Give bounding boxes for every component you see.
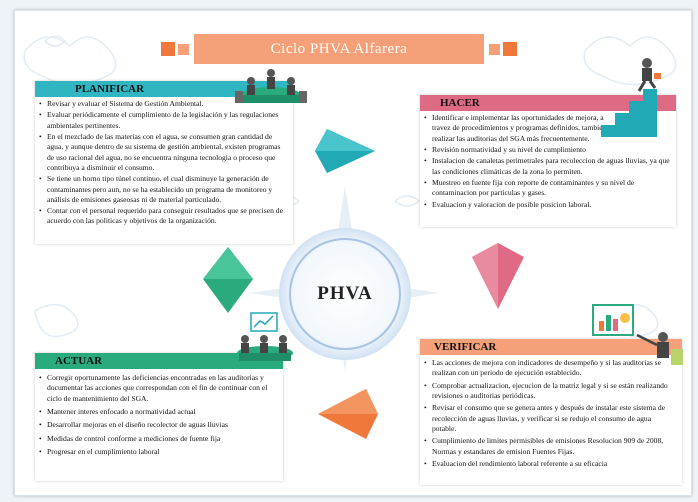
verificar-heading: VERIFICAR	[434, 340, 497, 353]
hacer-list: Identificar e implementar las oportunida…	[424, 113, 672, 211]
title-bar: Ciclo PHVA Alfarera	[161, 34, 517, 64]
verificar-panel: VERIFICAR Las acciones de mejora con ind…	[420, 339, 682, 485]
hacer-panel: HACER Identificar e implementar las opor…	[420, 95, 676, 227]
hacer-heading: HACER	[440, 96, 480, 109]
green-up-arrow-icon	[203, 247, 253, 313]
stairs-climber-icon	[601, 58, 661, 137]
title-square-1	[161, 42, 175, 56]
list-item: Revisar y evaluar el Sistema de Gestión …	[39, 99, 289, 110]
title-square-2	[178, 43, 189, 55]
list-item: Progresar en el cumplimiento laboral	[39, 447, 277, 458]
list-item: Identificar e implementar las oportunida…	[424, 113, 610, 144]
list-item: Mantener interes enfocado a normatividad…	[39, 407, 277, 418]
presenter-chart-icon	[592, 304, 683, 365]
center-label: PHVA	[317, 283, 373, 304]
phva-center-circle: PHVA	[279, 228, 411, 360]
planificar-heading: PLANIFICAR	[75, 82, 145, 95]
diagram-frame: Ciclo PHVA Alfarera PLANIFICAR Revisar y…	[14, 10, 692, 496]
team-presentation-icon	[237, 312, 293, 361]
list-item: Instalacion de canaletas perimetrales pa…	[424, 156, 672, 177]
meeting-illustration-icon	[235, 69, 307, 103]
list-item: Contar con el personal requerido para co…	[39, 206, 289, 227]
title-square-4	[503, 42, 517, 56]
actuar-panel: ACTUAR Corregir oportunamente las defici…	[35, 353, 283, 481]
list-item: Evaluacion del rendimiento laboral refer…	[424, 459, 668, 470]
diagram-title: Ciclo PHVA Alfarera	[194, 34, 484, 64]
planificar-heading-bar: PLANIFICAR	[35, 81, 293, 97]
list-item: Cumplimiento de limites permisibles de e…	[424, 436, 668, 457]
teal-right-arrow-icon	[315, 129, 375, 173]
list-item: Revisión normatividad y su nivel de cump…	[424, 145, 672, 156]
actuar-heading: ACTUAR	[55, 354, 103, 367]
list-item: Comprobar actualizacion, ejecucion de la…	[424, 381, 668, 402]
planificar-panel: PLANIFICAR Revisar y evaluar el Sistema …	[35, 81, 293, 244]
list-item: Evaluacion y valoracion de posible posic…	[424, 200, 672, 211]
list-item: Desarrollar mejoras en el diseño recolec…	[39, 420, 277, 431]
list-item: Muestreo en fuente fija con reporte de c…	[424, 178, 672, 199]
pink-down-arrow-icon	[472, 243, 524, 309]
verificar-list: Las acciones de mejora con indicadores d…	[424, 358, 668, 470]
title-square-3	[489, 43, 500, 55]
list-item: Medidas de control conforme a mediciones…	[39, 434, 277, 445]
orange-left-arrow-icon	[318, 389, 378, 439]
hacer-heading-bar: HACER	[420, 95, 676, 111]
list-item: Evaluar periódicamente el cumplimiento d…	[39, 110, 289, 131]
actuar-heading-bar: ACTUAR	[35, 353, 283, 369]
actuar-list: Corregir oportunamente las deficiencias …	[39, 373, 277, 458]
list-item: Se tiene un horno tipo túnel continuo, e…	[39, 174, 289, 205]
verificar-heading-bar: VERIFICAR	[420, 339, 682, 355]
list-item: En el mezclado de las materias con el ag…	[39, 132, 289, 173]
planificar-list: Revisar y evaluar el Sistema de Gestión …	[39, 99, 289, 228]
list-item: Corregir oportunamente las deficiencias …	[39, 373, 277, 404]
list-item: Revisar el consumo que se genera antes y…	[424, 403, 668, 434]
list-item: Las acciones de mejora con indicadores d…	[424, 358, 668, 379]
